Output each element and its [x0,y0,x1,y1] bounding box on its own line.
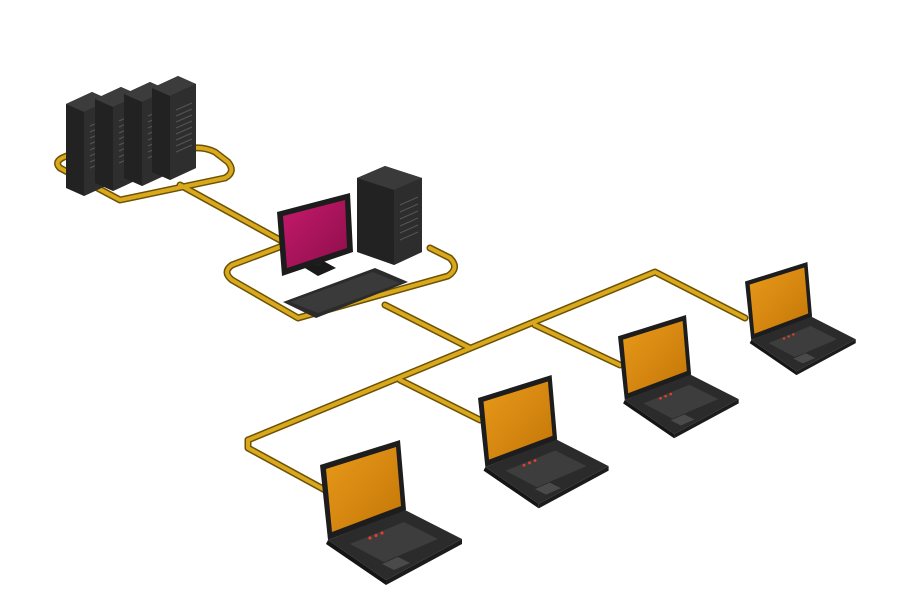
desktop-monitor [277,193,353,276]
desktop-screen [283,200,347,268]
desktop-to-bus-cable [383,303,472,350]
desktop-loop-cable [225,243,457,320]
keyboard [283,268,408,318]
desktop-workstation [277,166,422,318]
server-loop-cable [55,145,234,202]
server-to-desktop-cable [178,183,282,242]
laptop-1-cable [246,438,327,492]
main-bus-cable [246,270,747,442]
cables [54,144,749,494]
server-tower-4 [151,75,197,181]
laptop-2-cable [398,378,482,422]
desktop-tower [357,166,422,265]
laptop-3-cable [533,323,622,367]
